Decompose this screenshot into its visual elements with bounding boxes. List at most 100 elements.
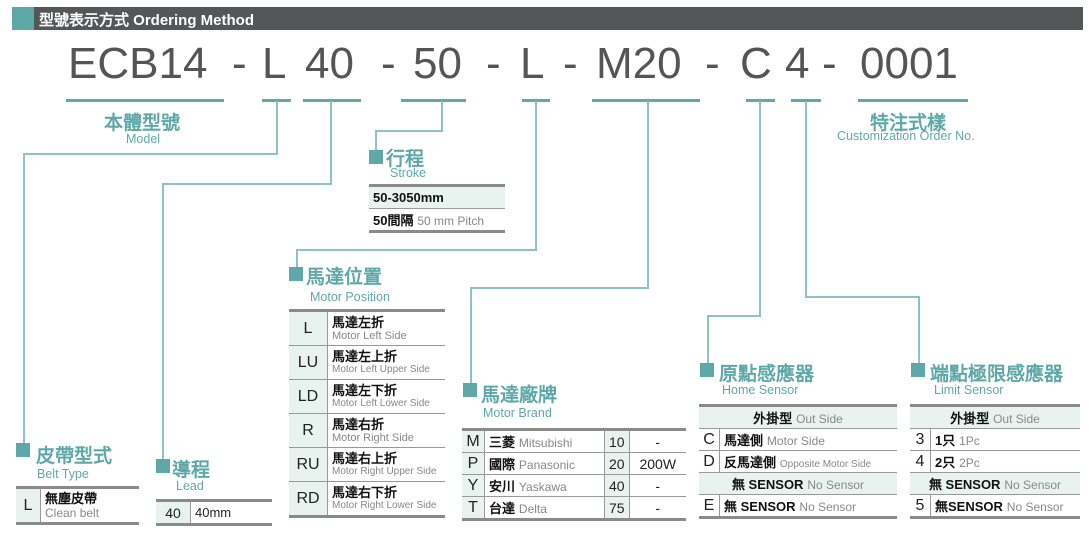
out-cn: 外掛型	[950, 410, 990, 426]
limit-sensor-subtitle: Limit Sensor	[934, 383, 1004, 397]
connector-home-sensor	[707, 315, 709, 363]
row-cn: 馬達側	[724, 432, 764, 448]
code-stroke: 50	[413, 39, 462, 88]
table-row: 無 SENSOR No Sensor	[699, 472, 897, 495]
row-en: 2Pc	[959, 455, 980, 470]
code-lead: 40	[305, 39, 354, 88]
row-code: L	[16, 486, 41, 525]
row-code: Y	[462, 474, 485, 497]
row-cn: 三菱	[489, 434, 516, 450]
connector-stroke	[441, 101, 443, 131]
motor-position-title: 馬達位置	[306, 267, 383, 288]
row-en: Motor Right Side	[332, 431, 414, 444]
connector-motor-brand	[470, 287, 472, 383]
motor-brand-title: 馬達廠牌	[481, 385, 558, 406]
home-sensor-title: 原點感應器	[719, 364, 815, 385]
code-dash: -	[705, 39, 720, 88]
row-cn: 國際	[489, 456, 516, 472]
row-en: Clean belt	[45, 505, 100, 520]
row-cn: 台達	[489, 500, 516, 516]
row-en: Motor Left Upper Side	[332, 364, 430, 375]
row-en: Yaskawa	[518, 479, 567, 494]
code-dash: -	[822, 39, 837, 88]
custom-subtitle: Customization Order No.	[837, 129, 975, 143]
underline-model	[66, 99, 224, 102]
connector-belt	[23, 153, 25, 443]
underline-belt	[262, 99, 291, 102]
model-title: 本體型號	[104, 113, 181, 134]
row-en: Motor Left Lower Side	[332, 398, 430, 409]
code-motor-position: L	[520, 39, 545, 88]
underline-motor-position	[522, 99, 550, 102]
row-code: L	[289, 309, 328, 346]
belt-title: 皮帶型式	[36, 446, 113, 467]
row-code: 4	[910, 450, 931, 473]
connector-motor-position	[535, 101, 537, 250]
connector-lead	[330, 101, 332, 184]
out-en: Out Side	[993, 411, 1040, 426]
row-num: 20	[603, 452, 630, 475]
motor-brand-subtitle: Motor Brand	[483, 406, 552, 420]
connector-motor-brand	[470, 287, 649, 289]
square-bullet-icon	[463, 383, 477, 397]
connector-lead	[162, 183, 164, 459]
stroke-range: 50-3050mm	[369, 184, 505, 209]
stroke-pitch-cn: 50間隔	[373, 213, 414, 228]
code-belt: L	[262, 39, 287, 88]
row-code: C	[699, 428, 720, 451]
custom-title: 特注式樣	[870, 113, 947, 134]
underline-lead	[303, 99, 361, 102]
none-en: No Sensor	[1004, 477, 1062, 492]
connector-belt	[276, 101, 278, 154]
code-limit-sensor: 4	[785, 39, 810, 88]
none-cn: 無 SENSOR	[928, 476, 1001, 492]
row-code: 40	[156, 499, 191, 526]
stroke-table: 50-3050mm 50間隔 50 mm Pitch	[369, 184, 505, 233]
row-code: LD	[289, 379, 328, 414]
connector-stroke	[375, 130, 377, 150]
connector-belt	[23, 153, 278, 155]
row-en: Motor Right Lower Side	[332, 500, 437, 511]
code-model: ECB14	[68, 39, 208, 88]
row-code: RU	[289, 447, 328, 482]
limit-sensor-title: 端點極限感應器	[930, 364, 1064, 385]
connector-motor-position	[296, 249, 537, 251]
underline-stroke	[401, 99, 466, 102]
table-row: 無 SENSOR No Sensor	[910, 472, 1080, 495]
code-dash: -	[563, 39, 578, 88]
none-cn: 無 SENSOR	[731, 476, 804, 492]
row-cn: 2只	[935, 454, 956, 470]
row-power: -	[629, 496, 686, 521]
row-cn: 無 SENSOR	[724, 498, 796, 514]
row-en: Mitsubishi	[518, 435, 573, 450]
connector-limit-sensor	[805, 101, 807, 297]
lead-subtitle: Lead	[176, 479, 204, 493]
row-code: D	[699, 450, 720, 473]
code-home-sensor: C	[740, 39, 772, 88]
connector-lead	[162, 183, 332, 185]
row-code: 5	[910, 494, 931, 519]
row-num: 40	[603, 474, 630, 497]
row-code: LU	[289, 345, 328, 380]
row-en: Motor Left Side	[332, 329, 407, 342]
row-code: T	[462, 496, 485, 521]
underline-custom	[858, 99, 968, 102]
belt-subtitle: Belt Type	[37, 467, 89, 481]
row-cn: 無塵皮帶	[45, 490, 98, 506]
model-subtitle: Model	[126, 132, 161, 146]
row-power: 200W	[629, 452, 686, 475]
lead-title: 導程	[172, 460, 211, 481]
row-code: 3	[910, 428, 931, 451]
square-bullet-icon	[911, 363, 925, 377]
